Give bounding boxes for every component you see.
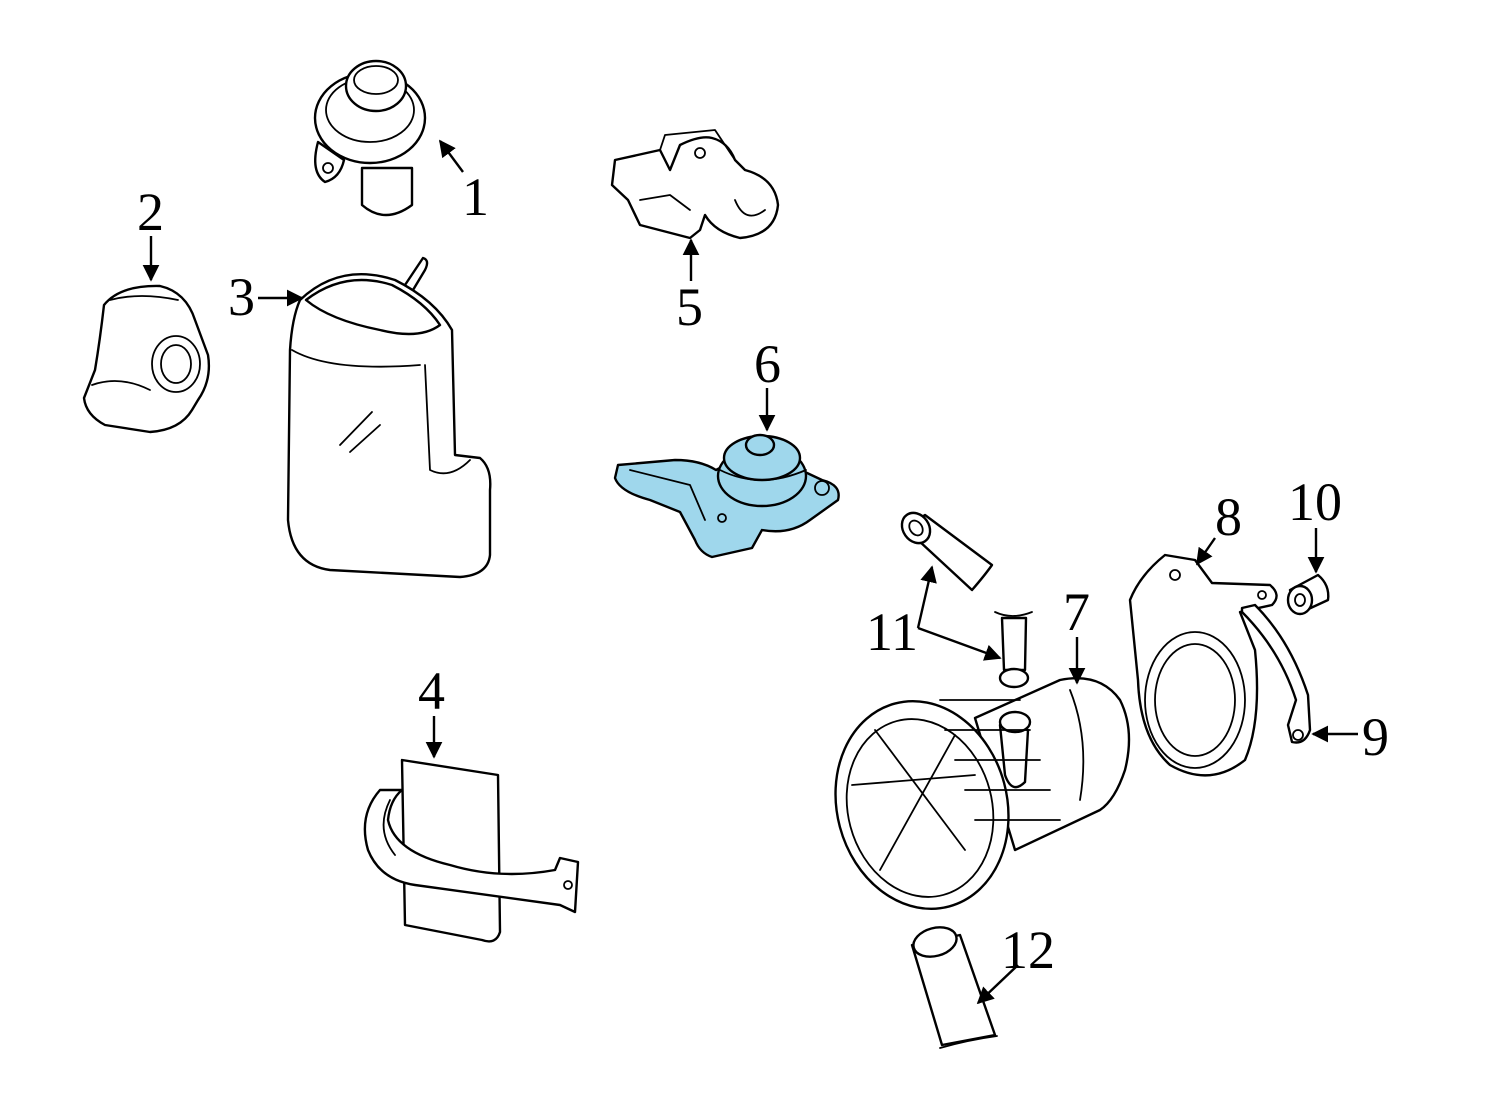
callout-7: 7 [1063, 582, 1090, 642]
part-4-mount-bracket[interactable] [363, 758, 580, 943]
part-6-switching-valve[interactable] [613, 433, 840, 559]
part-3-air-box[interactable] [286, 256, 492, 579]
callout-8: 8 [1215, 487, 1242, 547]
part-1-egr-valve[interactable] [313, 59, 427, 217]
callout-1: 1 [462, 167, 489, 227]
callout-9: 9 [1362, 707, 1389, 767]
callout-10: 10 [1288, 472, 1342, 532]
callout-2: 2 [137, 182, 164, 242]
part-9-strap[interactable] [1240, 603, 1312, 744]
part-10-bushing[interactable] [1286, 573, 1330, 616]
callout-4: 4 [418, 661, 445, 721]
callout-5: 5 [676, 277, 703, 337]
leader-11a [916, 565, 937, 629]
part-12-outlet-hose[interactable] [910, 923, 998, 1049]
part-8-pump-bracket[interactable] [1128, 553, 1278, 777]
callout-6: 6 [754, 334, 781, 394]
leader-11b [917, 626, 1002, 661]
part-2-air-connector[interactable] [82, 284, 211, 434]
part-11-hoses[interactable] [896, 507, 1033, 689]
leader-8 [1196, 537, 1216, 566]
part-5-check-valve[interactable] [610, 129, 780, 240]
callout-11: 11 [866, 602, 918, 662]
leaders [142, 139, 1358, 1005]
part-7-air-pump[interactable] [813, 677, 1131, 928]
callout-3: 3 [228, 267, 255, 327]
leader-1 [438, 139, 464, 173]
callouts: 1 2 3 4 5 6 7 8 9 10 11 12 [137, 167, 1389, 980]
callout-12: 12 [1001, 920, 1055, 980]
leader-12 [976, 964, 1019, 1005]
